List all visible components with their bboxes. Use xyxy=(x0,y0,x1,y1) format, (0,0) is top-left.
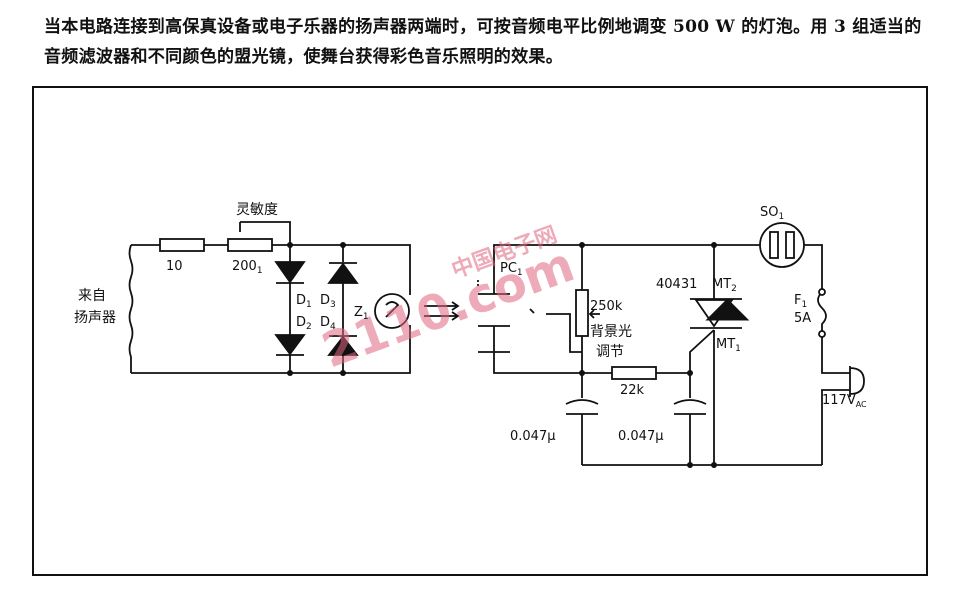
r3-label: 22k xyxy=(620,383,645,398)
description-text: 当本电路连接到高保真设备或电子乐器的扬声器两端时，可按音频电平比例地调变 500… xyxy=(44,17,922,67)
background-adjust-line2: 调节 xyxy=(596,344,624,360)
r1-label: 10 xyxy=(166,259,183,274)
triac-lower xyxy=(705,298,750,321)
mt2-label: MT2 xyxy=(712,277,737,294)
light-arrows xyxy=(424,301,460,321)
diode-d3 xyxy=(327,262,359,284)
junction-dots xyxy=(287,242,717,468)
c2-label: 0.047μ xyxy=(618,429,664,444)
c1-label: 0.047μ xyxy=(510,429,556,444)
fuse-f1 xyxy=(817,291,827,334)
resistor-r1 xyxy=(159,238,205,252)
mains-label: 117VAC xyxy=(822,393,867,409)
pot-250k-label: 250k xyxy=(590,299,623,314)
d1-label: D1 xyxy=(296,293,312,310)
d3-label: D3 xyxy=(320,293,336,310)
background-adjust-line1: 背景光 xyxy=(590,324,632,340)
socket-so1 xyxy=(759,222,805,268)
pc1-label: PC1 xyxy=(500,261,523,278)
d4-label: D4 xyxy=(320,315,336,332)
diagram-frame xyxy=(32,86,928,576)
so1-label: SO1 xyxy=(760,205,784,222)
fuse-rating-label: 5A xyxy=(794,311,811,326)
input-label-line1: 来自 xyxy=(78,288,106,304)
sensitivity-label: 灵敏度 xyxy=(236,202,278,218)
wire-bottom-left xyxy=(131,325,411,374)
mains-plug xyxy=(849,366,865,397)
diode-d2 xyxy=(274,334,306,356)
input-label-line2: 扬声器 xyxy=(74,310,116,326)
potentiometer-250k xyxy=(575,289,589,337)
diode-d4 xyxy=(327,335,359,356)
mt1-label: MT1 xyxy=(716,337,741,354)
r2-label: 2001 xyxy=(232,259,263,276)
capacitor-c2 xyxy=(673,373,707,465)
potentiometer-sensitivity xyxy=(227,238,273,252)
z1-label: Z1 xyxy=(354,305,369,322)
triac-label: 40431 xyxy=(656,277,697,292)
fuse-label: F1 xyxy=(794,293,807,310)
diode-d1 xyxy=(274,261,306,284)
resistor-22k xyxy=(611,366,657,380)
capacitor-c1 xyxy=(565,373,599,465)
input-lead-wavy xyxy=(128,244,134,373)
d2-label: D2 xyxy=(296,315,312,332)
